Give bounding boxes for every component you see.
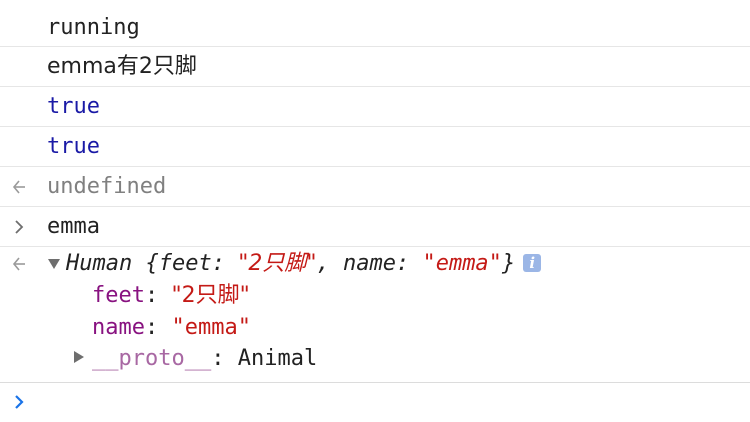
result-arrow-icon: [10, 254, 30, 274]
preview-colon: :: [395, 251, 423, 276]
console-prompt[interactable]: [0, 383, 750, 422]
preview-separator: ,: [316, 251, 343, 276]
input-chevron-icon: [10, 217, 30, 237]
log-boolean: true: [47, 94, 100, 119]
triangle-down-icon[interactable]: [48, 259, 60, 269]
preview-feet-value: "2只脚": [238, 251, 317, 276]
proto-key: __proto__: [92, 346, 212, 371]
object-preview[interactable]: Human {feet: "2只脚", name: "emma"} i: [66, 249, 542, 279]
proto-colon: :: [211, 346, 238, 371]
result-arrow-icon: [10, 177, 30, 197]
object-class-name: Human: [66, 251, 133, 276]
triangle-right-icon[interactable]: [74, 351, 84, 363]
preview-name-value: "emma": [422, 251, 502, 276]
object-property: name: "emma": [92, 313, 251, 343]
preview-brace: }: [501, 251, 516, 276]
property-value: "2只脚": [171, 283, 250, 308]
property-colon: :: [144, 315, 172, 340]
console-command-input: emma: [0, 207, 750, 247]
result-undefined: undefined: [47, 174, 167, 199]
console-message-log: running: [0, 0, 750, 47]
info-icon[interactable]: i: [523, 254, 542, 272]
object-proto[interactable]: __proto__: Animal: [92, 344, 317, 374]
console-message-log: emma有2只脚: [0, 47, 750, 87]
preview-brace: {: [132, 251, 159, 276]
command-text: emma: [47, 214, 100, 239]
property-colon: :: [144, 283, 172, 308]
preview-name-key: name: [342, 251, 396, 276]
console-message-log: true: [0, 127, 750, 167]
log-boolean: true: [47, 134, 100, 159]
property-key: feet: [92, 283, 145, 308]
log-text: running: [47, 15, 140, 40]
preview-feet-key: feet: [158, 251, 212, 276]
prompt-chevron-icon: [10, 392, 30, 412]
console-object-result: Human {feet: "2只脚", name: "emma"}i feet:…: [0, 247, 750, 383]
proto-value: Animal: [237, 346, 318, 371]
object-property: feet: "2只脚": [92, 281, 250, 311]
console-message-log: true: [0, 87, 750, 127]
preview-colon: :: [211, 251, 239, 276]
console-message-result: undefined: [0, 167, 750, 207]
property-value: "emma": [171, 315, 251, 340]
log-text: emma有2只脚: [47, 54, 197, 79]
property-key: name: [92, 315, 145, 340]
